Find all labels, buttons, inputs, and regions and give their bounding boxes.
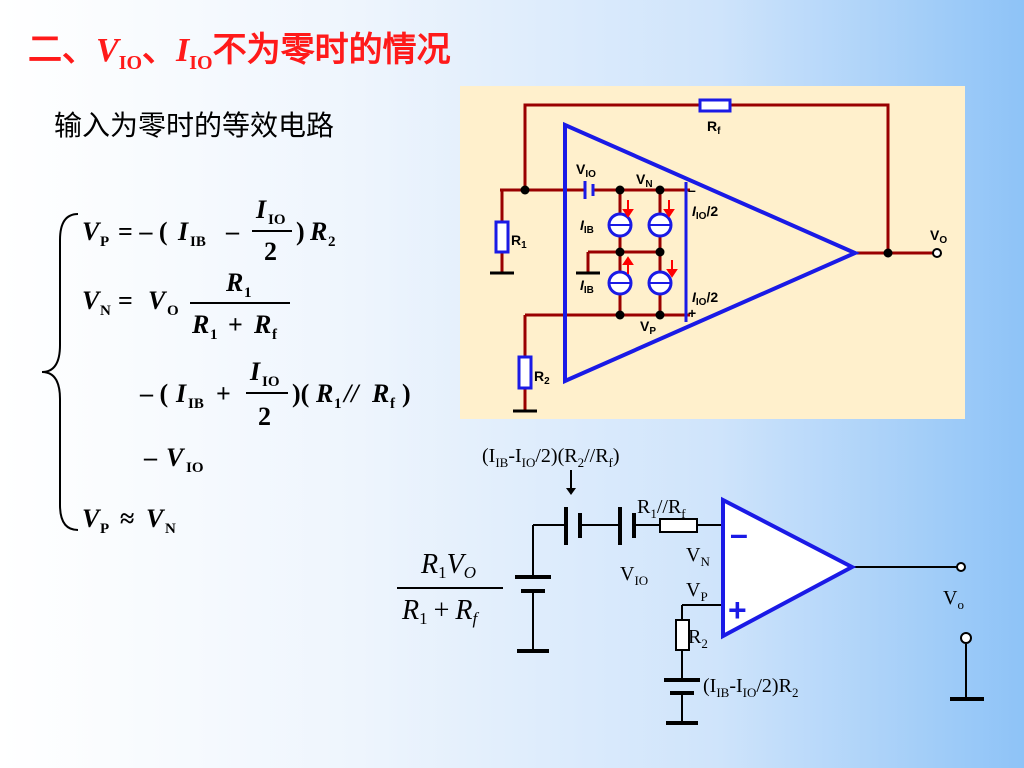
svg-text:V: V bbox=[148, 286, 168, 315]
svg-text:+: + bbox=[216, 379, 231, 408]
output-terminal bbox=[932, 248, 942, 258]
resistor-r1 bbox=[494, 220, 510, 254]
svg-text:V: V bbox=[82, 286, 102, 315]
svg-text:N: N bbox=[100, 303, 111, 319]
svg-text:)(: )( bbox=[292, 379, 309, 408]
svg-text:–: – bbox=[225, 217, 240, 246]
svg-text:1: 1 bbox=[244, 285, 252, 301]
svg-text:P: P bbox=[100, 521, 109, 537]
label-rf: Rf bbox=[707, 118, 721, 137]
label-r2: R2 bbox=[688, 626, 708, 651]
svg-text:f: f bbox=[272, 327, 278, 343]
label-plus: + bbox=[688, 305, 696, 321]
ground-terminal bbox=[960, 632, 972, 644]
svg-text:V: V bbox=[166, 443, 186, 472]
svg-text:R: R bbox=[371, 379, 389, 408]
label-vo: VO bbox=[930, 227, 947, 246]
svg-text:R1+Rf: R1+Rf bbox=[401, 595, 480, 628]
svg-text:IO: IO bbox=[186, 460, 204, 476]
svg-text:V: V bbox=[82, 504, 102, 533]
svg-text:+: + bbox=[228, 310, 243, 339]
feedback-wire-left bbox=[523, 103, 700, 190]
resistor-r2 bbox=[675, 619, 690, 651]
output-terminal bbox=[956, 562, 966, 572]
svg-text:IO: IO bbox=[268, 212, 286, 228]
svg-text:– (: – ( bbox=[139, 379, 168, 408]
resistor-r2 bbox=[517, 355, 533, 390]
equation-block: V P = – ( I IB – I IO 2 ) R 2 V N = V O … bbox=[41, 195, 411, 537]
svg-text:2: 2 bbox=[328, 234, 336, 250]
svg-text:R: R bbox=[253, 310, 271, 339]
battery-vio-icon bbox=[583, 181, 595, 199]
svg-text://: // bbox=[342, 379, 361, 408]
left-brace bbox=[41, 213, 79, 531]
svg-text:I: I bbox=[175, 379, 187, 408]
svg-text:): ) bbox=[402, 379, 411, 408]
resistor-rf bbox=[698, 98, 732, 113]
equation-vio: – V IO bbox=[143, 443, 204, 476]
label-vo: Vo bbox=[943, 587, 964, 612]
label-plus: + bbox=[728, 592, 747, 628]
svg-text:= – (: = – ( bbox=[118, 217, 167, 246]
label-r1: R1 bbox=[511, 232, 527, 251]
feedback-wire-right bbox=[730, 103, 890, 253]
svg-text:V: V bbox=[82, 217, 102, 246]
label-iib-top: IIB bbox=[580, 217, 594, 236]
svg-text:V: V bbox=[146, 504, 166, 533]
svg-text:R: R bbox=[191, 310, 209, 339]
label-iib-bottom: IIB bbox=[580, 277, 594, 296]
svg-text:1: 1 bbox=[210, 327, 218, 343]
svg-text:IB: IB bbox=[188, 396, 204, 412]
svg-text:R1VO: R1VO bbox=[420, 549, 476, 582]
label-r2: R2 bbox=[534, 368, 550, 387]
resistor-r1rf bbox=[659, 518, 698, 533]
svg-text:IB: IB bbox=[190, 234, 206, 250]
label-r1rf: R1//Rf bbox=[637, 496, 686, 521]
svg-text:O: O bbox=[167, 303, 179, 319]
subtitle: 输入为零时的等效电路 bbox=[54, 109, 335, 142]
svg-text:1: 1 bbox=[334, 396, 342, 412]
label-source-top: (IIB-IIO/2)(R2//Rf) bbox=[482, 445, 620, 470]
label-vn: VN bbox=[636, 171, 653, 190]
label-vn: VN bbox=[686, 544, 710, 569]
page-title: 二、VIO、IIO不为零时的情况 bbox=[28, 30, 451, 74]
svg-text:R: R bbox=[225, 268, 243, 297]
svg-text:≈: ≈ bbox=[120, 504, 134, 533]
svg-text:f: f bbox=[390, 396, 396, 412]
label-vio: VIO bbox=[576, 161, 596, 180]
svg-text:2: 2 bbox=[264, 237, 277, 266]
equation-vp-approx: V P ≈ V N bbox=[82, 504, 176, 537]
svg-text:–: – bbox=[143, 443, 158, 472]
svg-text:R: R bbox=[315, 379, 333, 408]
label-vp: VP bbox=[640, 318, 656, 337]
svg-text:IO: IO bbox=[262, 374, 280, 390]
gain-fraction: R1VO R1+Rf bbox=[397, 549, 503, 628]
equation-vn: V N = V O R 1 R 1 + R f bbox=[82, 268, 290, 343]
svg-text:N: N bbox=[165, 521, 176, 537]
svg-text:2: 2 bbox=[258, 402, 271, 431]
equation-vn-cont: – ( I IB + I IO 2 )( R 1 // R f ) bbox=[139, 357, 411, 431]
svg-text:I: I bbox=[249, 357, 261, 386]
equation-vp: V P = – ( I IB – I IO 2 ) R 2 bbox=[82, 195, 336, 266]
svg-text:=: = bbox=[118, 286, 133, 315]
label-iio-top: IIO/2 bbox=[692, 203, 718, 222]
label-minus: – bbox=[688, 182, 696, 198]
svg-text:P: P bbox=[100, 234, 109, 250]
op-amp-triangle bbox=[563, 121, 860, 385]
svg-text:I: I bbox=[177, 217, 189, 246]
label-source-bottom: (IIB-IIO/2)R2 bbox=[703, 675, 798, 700]
svg-text:): ) bbox=[296, 217, 305, 246]
label-vp: VP bbox=[686, 579, 708, 604]
label-iio-bottom: IIO/2 bbox=[692, 289, 718, 308]
op-amp-triangle bbox=[721, 496, 857, 640]
svg-text:I: I bbox=[255, 195, 267, 224]
label-minus: – bbox=[730, 516, 748, 552]
svg-text:R: R bbox=[309, 217, 327, 246]
label-vio: VIO bbox=[620, 563, 648, 588]
